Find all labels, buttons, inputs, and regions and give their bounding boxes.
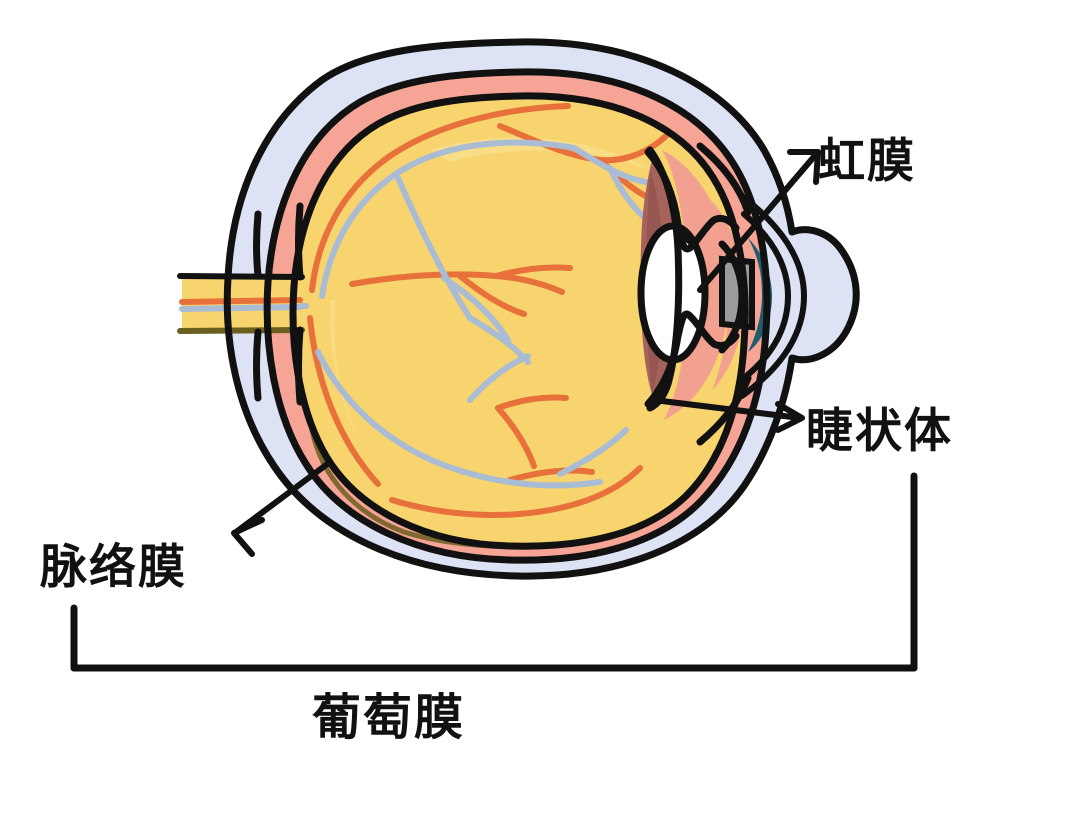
choroid-pointer: [231, 459, 333, 557]
outline-retina-border: [289, 92, 749, 550]
outline-nerve-sheath-upper-2: [295, 202, 304, 281]
cornea-limbus-arc: [739, 193, 808, 399]
vein-mid-branch: [441, 275, 511, 343]
vein-superior-arcade: [319, 139, 577, 299]
outline-nerve-sheath-lower: [253, 328, 262, 402]
artery-inferior-branch-3: [507, 467, 595, 483]
retinal-veins: [249, 139, 655, 489]
outline-limbus-top: [696, 142, 752, 216]
optic-nerve-vein: [179, 304, 303, 312]
vein-inferior-branch-2: [557, 427, 629, 477]
iris-pointer-arrowhead: [787, 149, 821, 185]
uvea-bracket: [70, 472, 918, 672]
outline-nerve-sheath-lower-2: [295, 326, 304, 406]
outline-ciliary: [646, 146, 683, 412]
vitreous-texture: [430, 137, 660, 176]
artery-inferior-main: [307, 315, 381, 487]
vein-inferior-branch: [467, 353, 531, 403]
label-ciliary-body: 睫状体: [806, 404, 953, 459]
label-choroid: 脉络膜: [40, 540, 187, 595]
label-iris: 虹膜: [818, 134, 916, 189]
optic-nerve-artery: [179, 297, 303, 305]
outline-sclera-outer: [223, 38, 860, 580]
iris-pointer: [697, 149, 821, 293]
optic-nerve-top-edge: [177, 273, 305, 280]
retinal-arteries: [251, 103, 671, 518]
ciliary-pointer-line: [651, 397, 803, 421]
outline-iris-right: [718, 240, 746, 354]
ciliary-pointer: [651, 397, 805, 433]
choroid-pointer-arrowhead: [231, 517, 265, 557]
ciliary-pointer-arrowhead: [775, 401, 805, 433]
ink-outlines: [223, 38, 860, 580]
optic-nerve: [177, 273, 305, 334]
iris-pointer-line: [697, 149, 821, 293]
artery-mid-branch-2: [493, 264, 573, 279]
artery-inferior-branch: [495, 405, 537, 469]
optic-nerve-bottom-edge: [177, 327, 305, 334]
vitreous-fill: [295, 97, 744, 545]
artery-mid-horizontal: [349, 271, 565, 295]
vein-mid-descending: [395, 175, 473, 321]
label-uvea: 葡萄膜: [312, 689, 466, 746]
vein-inferior-sweep: [315, 349, 603, 489]
artery-inferior-arcade: [389, 465, 643, 518]
artery-superior-arcade: [309, 103, 571, 293]
outline-nerve-sheath-upper: [253, 210, 262, 280]
artery-inferior-branch-2: [495, 394, 569, 411]
choroid-pointer-line: [233, 459, 333, 535]
artery-mid-branch: [457, 273, 527, 317]
outline-choroid-outer: [263, 68, 771, 564]
